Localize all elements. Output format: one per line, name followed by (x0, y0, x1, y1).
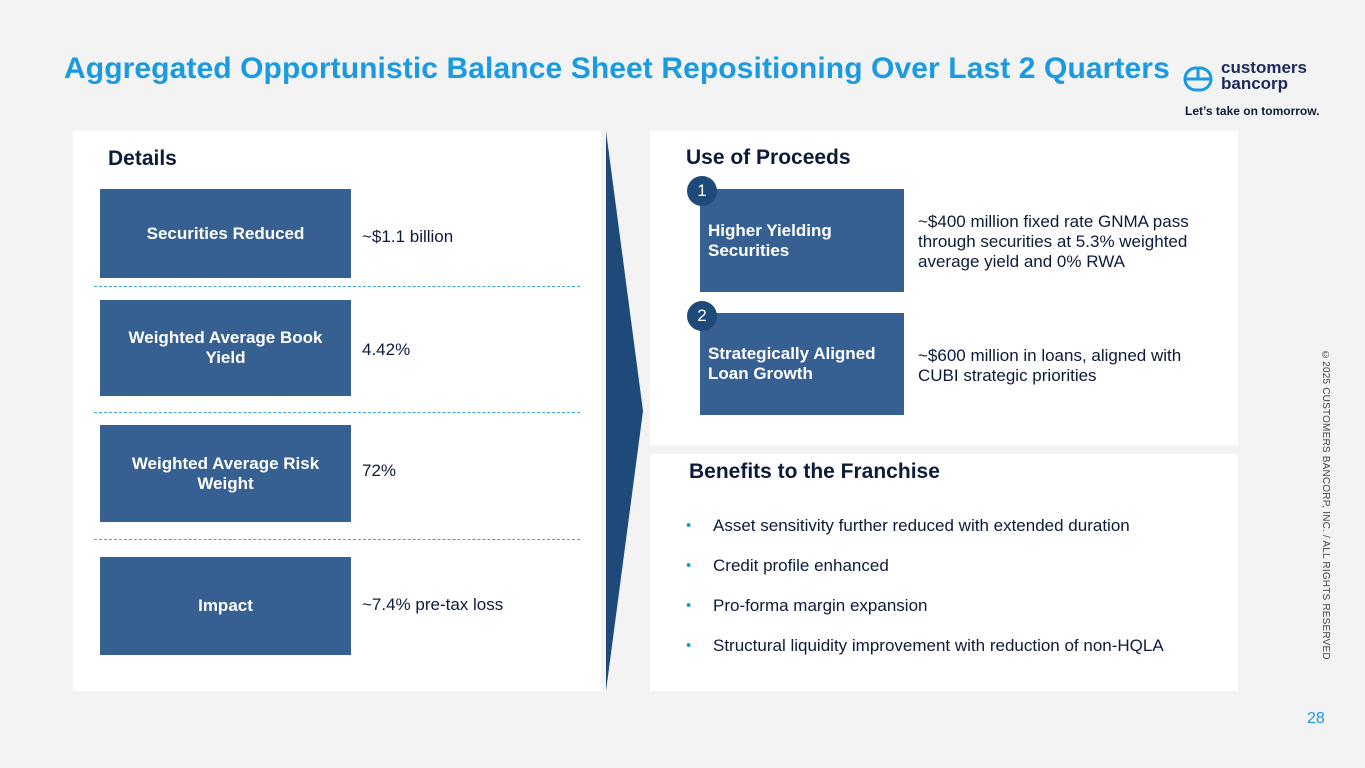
bullet-icon: • (686, 637, 692, 654)
details-heading: Details (108, 147, 177, 170)
step-badge-2: 2 (687, 301, 717, 331)
benefits-panel (650, 454, 1238, 691)
uop-label-higher-yielding-securities: Higher Yielding Securities (700, 189, 904, 292)
list-item: •Credit profile enhanced (686, 556, 889, 575)
detail-label-impact: Impact (100, 557, 351, 655)
detail-label-book-yield: Weighted Average Book Yield (100, 300, 351, 396)
detail-label-securities-reduced: Securities Reduced (100, 189, 351, 278)
detail-value-securities-reduced: ~$1.1 billion (362, 227, 454, 246)
detail-label-risk-weight: Weighted Average Risk Weight (100, 425, 351, 522)
page-number: 28 (1307, 710, 1325, 727)
divider (94, 412, 580, 413)
benefits-list: •Asset sensitivity further reduced with … (686, 516, 1164, 676)
detail-value-impact: ~7.4% pre-tax loss (362, 595, 504, 614)
bullet-icon: • (686, 517, 692, 534)
logo-line-1: customers (1221, 58, 1307, 77)
list-item: •Structural liquidity improvement with r… (686, 636, 1164, 655)
list-item: •Asset sensitivity further reduced with … (686, 516, 1130, 535)
bullet-icon: • (686, 557, 692, 574)
logo-tagline: Let’s take on tomorrow. (1185, 104, 1320, 118)
copyright-notice: ©2025 CUSTOMERS BANCORP, INC. / ALL RIGH… (1320, 350, 1331, 660)
bullet-icon: • (686, 597, 692, 614)
uop-label-loan-growth: Strategically Aligned Loan Growth (700, 313, 904, 415)
logo-line-2: bancorp (1221, 74, 1289, 93)
use-of-proceeds-heading: Use of Proceeds (686, 146, 851, 169)
step-badge-1: 1 (687, 176, 717, 206)
list-item: •Pro-forma margin expansion (686, 596, 928, 615)
divider (94, 539, 580, 540)
company-logo: customers bancorp (1183, 58, 1343, 100)
detail-value-book-yield: 4.42% (362, 340, 411, 359)
uop-desc-loan-growth: ~$600 million in loans, aligned with CUB… (918, 346, 1182, 385)
divider (94, 286, 580, 287)
logo-icon (1183, 66, 1213, 92)
uop-desc-higher-yielding-securities: ~$400 million fixed rate GNMA pass throu… (918, 212, 1189, 271)
page-title: Aggregated Opportunistic Balance Sheet R… (64, 52, 1170, 85)
benefits-heading: Benefits to the Franchise (689, 460, 940, 483)
logo-wordmark: customers bancorp (1221, 58, 1307, 93)
flow-arrow-icon (606, 131, 643, 691)
detail-value-risk-weight: 72% (362, 461, 397, 480)
